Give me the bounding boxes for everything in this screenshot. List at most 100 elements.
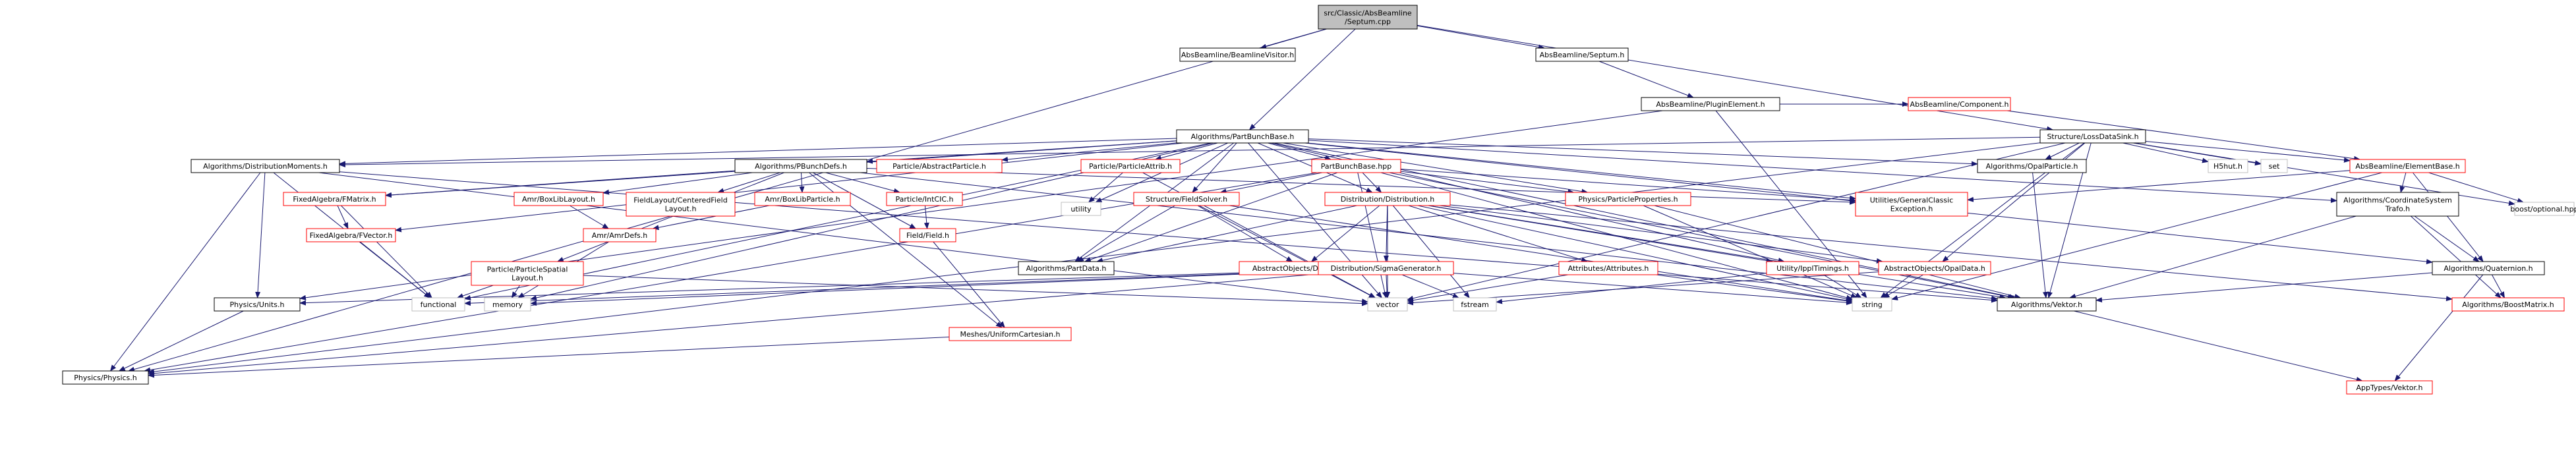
node-box <box>1176 129 1309 144</box>
node-elembase[interactable]: AbsBeamline/ElementBase.h <box>2349 159 2466 173</box>
node-pbb[interactable]: Algorithms/PartBunchBase.h <box>1176 129 1309 144</box>
node-box <box>886 192 963 206</box>
node-label: Algorithms/Quaternion.h <box>2444 264 2532 273</box>
edge-pbb-to-fieldsolver <box>1192 142 1237 193</box>
node-physprop[interactable]: Physics/ParticleProperties.h <box>1565 192 1691 206</box>
node-label: Algorithms/PartData.h <box>1026 264 1107 273</box>
node-box <box>1318 261 1454 275</box>
edge-pbhpp-to-genexc <box>1400 169 1856 203</box>
node-box <box>876 159 1003 173</box>
node-label: utility <box>1070 205 1092 213</box>
edge-fieldsolver-to-vector <box>1198 205 1376 298</box>
node-intcic[interactable]: Particle/IntCIC.h <box>886 192 963 206</box>
node-box <box>1641 97 1780 111</box>
node-label: Algorithms/Vektor.h <box>2011 300 2082 309</box>
edge-fmatrix-to-functional <box>340 205 432 298</box>
node-fieldsolver[interactable]: Structure/FieldSolver.h <box>1133 192 1240 206</box>
node-string: string <box>1852 297 1892 312</box>
node-mesh[interactable]: Meshes/UniformCartesian.h <box>949 327 1072 341</box>
node-box <box>214 297 301 312</box>
node-fmatrix[interactable]: FixedAlgebra/FMatrix.h <box>283 192 386 206</box>
node-quat[interactable]: Algorithms/Quaternion.h <box>2432 261 2545 275</box>
edge-elembase-to-genexc <box>1967 170 2351 202</box>
node-sigmagen[interactable]: Distribution/SigmaGenerator.h <box>1318 261 1454 275</box>
node-label: AbsBeamline/PluginElement.h <box>1656 100 1765 109</box>
edge-pbhpp-to-vektor <box>1389 172 2015 300</box>
node-dmom[interactable]: Algorithms/DistributionMoments.h <box>190 159 340 173</box>
edge-component-to-elembase <box>2006 110 2361 161</box>
node-pbhpp[interactable]: PartBunchBase.hpp <box>1311 159 1401 173</box>
node-box <box>1558 261 1658 275</box>
node-box <box>583 228 657 242</box>
node-apptypes[interactable]: AppTypes/Vektor.h <box>2346 380 2433 395</box>
node-label: AbsBeamline/Component.h <box>1910 100 2009 109</box>
edge-quat-to-boostmat <box>2492 274 2505 298</box>
node-pbd[interactable]: Algorithms/PBunchDefs.h <box>734 159 867 173</box>
edge-fmatrix-to-fvector <box>337 205 349 229</box>
edge-elembase-to-coordsys <box>2399 172 2407 193</box>
edge-opaldata-to-string <box>1883 274 1923 298</box>
node-memory: memory <box>484 297 531 312</box>
node-attribs[interactable]: Attributes/Attributes.h <box>1558 261 1658 275</box>
node-ippl[interactable]: Utility/IpplTimings.h <box>1766 261 1859 275</box>
node-lds[interactable]: Structure/LossDataSink.h <box>2039 129 2146 144</box>
node-label: Particle/ParticleAttrib.h <box>1089 162 1172 171</box>
node-label: Particle/ParticleSpatial <box>487 266 568 274</box>
node-opaldata[interactable]: AbstractObjects/OpalData.h <box>1878 261 1991 275</box>
node-abspart[interactable]: Particle/AbstractParticle.h <box>876 159 1003 173</box>
node-boostmat[interactable]: Algorithms/BoostMatrix.h <box>2451 297 2565 312</box>
node-opalpart[interactable]: Algorithms/OpalParticle.h <box>1977 159 2087 173</box>
node-label: Particle/AbstractParticle.h <box>893 162 986 171</box>
node-partdata[interactable]: Algorithms/PartData.h <box>1018 261 1115 275</box>
node-box <box>471 261 584 286</box>
node-amrdefs[interactable]: Amr/AmrDefs.h <box>583 228 657 242</box>
node-amrblp[interactable]: Amr/BoxLibParticle.h <box>754 192 851 206</box>
node-label: AbsBeamline/ElementBase.h <box>2355 162 2459 171</box>
node-label: Exception.h <box>1890 205 1933 213</box>
node-label: Utilities/GeneralClassic <box>1870 196 1954 205</box>
node-box <box>283 192 386 206</box>
node-box <box>1852 297 1892 312</box>
node-units[interactable]: Physics/Units.h <box>214 297 301 312</box>
node-label: functional <box>421 300 457 309</box>
edge-dmom-to-vektor <box>339 171 1998 303</box>
edge-sigmagen-to-string <box>1453 273 1853 306</box>
node-label: Amr/BoxLibParticle.h <box>765 195 840 204</box>
edge-pbd-to-fmatrix <box>385 170 736 198</box>
node-label: Particle/IntCIC.h <box>896 195 954 204</box>
node-distr[interactable]: Distribution/Distribution.h <box>1324 192 1451 206</box>
node-field[interactable]: Field/Field.h <box>899 228 956 242</box>
node-bvis[interactable]: AbsBeamline/BeamlineVisitor.h <box>1179 47 1296 62</box>
node-box <box>1367 297 1408 312</box>
node-component[interactable]: AbsBeamline/Component.h <box>1908 97 2011 111</box>
edge-distr-to-partdata <box>1096 205 1357 264</box>
graph-edges <box>109 24 2525 382</box>
node-label: Amr/AmrDefs.h <box>592 231 648 240</box>
edge-units-to-physics <box>118 310 244 372</box>
edge-opalpart-to-vektor <box>2032 172 2048 298</box>
edge-pbhpp-to-fieldsolver <box>1219 172 1323 194</box>
edge-fieldsolver-to-absdef <box>1197 205 1293 262</box>
node-box <box>899 228 956 242</box>
node-vektor[interactable]: Algorithms/Vektor.h <box>1997 297 2097 312</box>
node-boostopt: boost/optional.hpp <box>2510 202 2576 216</box>
node-pattrib[interactable]: Particle/ParticleAttrib.h <box>1080 159 1181 173</box>
edge-pbb-to-fvector <box>395 142 1183 233</box>
node-plugin[interactable]: AbsBeamline/PluginElement.h <box>1641 97 1780 111</box>
node-box <box>2260 159 2288 173</box>
edge-sigmagen-to-memory <box>530 270 1319 306</box>
node-label: H5hut.h <box>2213 162 2242 171</box>
node-septum[interactable]: AbsBeamline/Septum.h <box>1535 47 1629 62</box>
node-root[interactable]: src/Classic/AbsBeamline/Septum.cpp <box>1318 5 1418 30</box>
node-fvector[interactable]: FixedAlgebra/FVector.h <box>306 228 396 242</box>
node-amrbll[interactable]: Amr/BoxLibLayout.h <box>513 192 604 206</box>
edge-fvector-to-functional <box>359 241 431 298</box>
edge-physprop-to-vektor <box>1654 205 2022 299</box>
node-box <box>1018 261 1115 275</box>
node-label: AppTypes/Vektor.h <box>2356 383 2422 392</box>
node-physics[interactable]: Physics/Physics.h <box>62 370 149 385</box>
